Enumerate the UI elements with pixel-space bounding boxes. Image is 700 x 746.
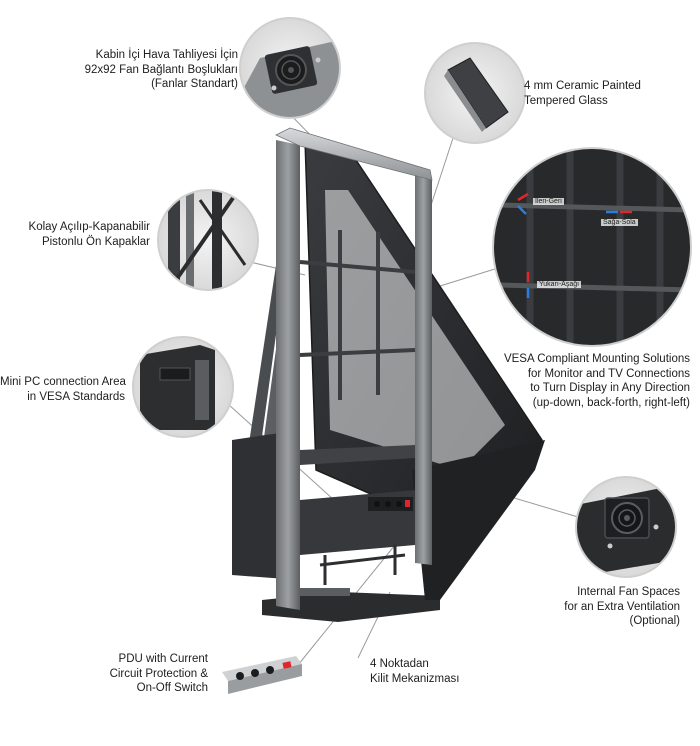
top-cap: [275, 127, 433, 181]
label-pdu-line-3: On-Off Switch: [136, 682, 208, 694]
label-fan-mount-line-2: 92x92 Fan Bağlantı Boşlukları: [84, 63, 238, 76]
label-internal-fan-line-2: for an Extra Ventilation: [564, 600, 680, 613]
label-mini-pc-line-1: Mini PC connection Area: [0, 376, 126, 388]
label-vesa-line-4: (up-down, back-forth, right-left): [532, 396, 690, 409]
label-pdu: PDU with Current Circuit Protection & On…: [80, 652, 208, 696]
label-mini-pc: Mini PC connection Area in VESA Standard…: [0, 375, 126, 404]
label-mini-pc-line-2: in VESA Standards: [27, 390, 125, 403]
arrow-back-forth: [517, 192, 529, 215]
label-internal-fan-line-1: Internal Fan Spaces: [577, 586, 680, 598]
lock-rails: [319, 545, 406, 585]
label-fan-mount: Kabin İçi Hava Tahliyesi İçin 92x92 Fan …: [70, 48, 238, 92]
callout-piston: [158, 190, 258, 290]
label-glass-line-2: Tempered Glass: [524, 94, 608, 107]
label-pistons-line-1: Kolay Açılıp-Kapanabilir: [28, 221, 150, 233]
callout-vesa: [493, 148, 691, 346]
label-vesa-line-1: VESA Compliant Mounting Solutions: [503, 353, 690, 365]
label-lock: 4 Noktadan Kilit Mekanizması: [370, 657, 500, 686]
label-lock-line-2: Kilit Mekanizması: [370, 672, 460, 685]
tag-up-down: Yukarı-Aşağı: [537, 281, 582, 288]
label-pistons: Kolay Açılıp-Kapanabilir Pistonlu Ön Kap…: [10, 220, 150, 249]
label-glass-line-1: 4 mm Ceramic Painted: [524, 80, 641, 92]
central-pillar: [276, 140, 300, 610]
bottom-glass-door: [412, 440, 545, 600]
pdu-product: [222, 656, 302, 694]
label-fan-mount-line-3: (Fanlar Standart): [151, 78, 238, 90]
callout-glass: [425, 43, 525, 143]
label-vesa: VESA Compliant Mounting Solutions for Mo…: [478, 352, 690, 410]
label-vesa-line-2: for Monitor and TV Connections: [527, 367, 690, 380]
tag-back-forth: İleri-Geri: [533, 198, 564, 205]
cross-bar: [300, 445, 415, 465]
label-internal-fan: Internal Fan Spaces for an Extra Ventila…: [540, 585, 680, 629]
callout-fan-mount: [240, 18, 340, 118]
label-pdu-line-1: PDU with Current: [118, 653, 208, 665]
tag-right-left: Sağa-Sola: [601, 219, 638, 226]
label-vesa-line-3: to Turn Display in Any Direction: [530, 382, 690, 394]
base-plate: [262, 592, 440, 622]
right-pillar: [415, 175, 432, 565]
label-fan-mount-line-1: Kabin İçi Hava Tahliyesi İçin: [95, 49, 238, 61]
vesa-bars: [299, 230, 416, 400]
label-pdu-line-2: Circuit Protection &: [109, 667, 208, 680]
label-lock-line-1: 4 Noktadan: [370, 658, 429, 670]
callout-internal-fan: [576, 477, 676, 577]
kiosk-illustration: [232, 127, 545, 622]
label-glass: 4 mm Ceramic Painted Tempered Glass: [524, 79, 684, 108]
callout-mini-pc: [133, 337, 233, 437]
label-internal-fan-line-3: (Optional): [629, 615, 681, 627]
label-pistons-line-2: Pistonlu Ön Kapaklar: [41, 235, 150, 248]
bottom-vent: [300, 588, 350, 596]
